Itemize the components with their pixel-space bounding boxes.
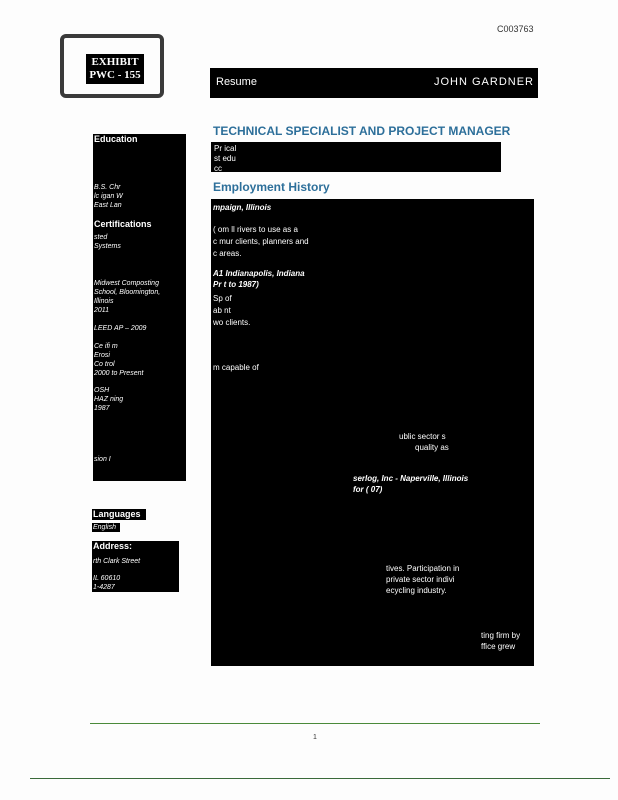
employment-text: ( om ll rivers to use as a — [213, 225, 298, 234]
education-item: East Lan — [94, 202, 122, 209]
employment-entry-heading: mpaign, Illinois — [213, 203, 272, 212]
employment-text: ting firm by — [481, 631, 521, 640]
scan-edge-line — [30, 778, 610, 779]
certification-item: Ce ifi m — [94, 343, 118, 350]
certification-item: 2011 — [94, 307, 110, 314]
languages-heading: Languages — [93, 509, 141, 519]
address-line: IL 60610 — [93, 575, 121, 582]
employment-redaction: mpaign, Illinois ( om ll rivers to use a… — [211, 199, 534, 666]
employment-entry-subheading: Pr t to 1987) — [213, 280, 259, 289]
exhibit-stamp: EXHIBIT PWC - 155 — [60, 34, 164, 98]
employment-text: c areas. — [213, 249, 242, 258]
employment-text: ecycling industry. — [386, 586, 447, 595]
certification-item: Erosi — [94, 352, 110, 359]
employment-text: quality as — [415, 443, 449, 452]
certification-item: sted — [94, 234, 108, 241]
footer-divider — [90, 723, 540, 724]
employment-text: Sp of — [213, 294, 232, 303]
certifications-heading: Certifications — [94, 219, 152, 229]
employment-text: wo clients. — [213, 318, 251, 327]
education-item: lc igan W — [94, 193, 123, 200]
page-title: TECHNICAL SPECIALIST AND PROJECT MANAGER — [213, 124, 511, 138]
certification-item: HAZ ning — [94, 396, 124, 403]
exhibit-line2: PWC - 155 — [89, 69, 141, 81]
certification-item: OSH — [94, 387, 110, 394]
candidate-name: JOHN GARDNER — [433, 76, 534, 88]
bates-number: C003763 — [497, 24, 534, 34]
certification-item: Midwest Composting — [94, 280, 159, 287]
address-redaction: Address: rth Clark Street IL 60610 1-428… — [92, 541, 179, 592]
certification-item: Co trol — [94, 361, 115, 368]
employment-entry-heading: A1 Indianapolis, Indiana — [213, 269, 305, 278]
education-heading: Education — [94, 134, 138, 144]
sidebar-education-redaction: Education B.S. Chr lc igan W East Lan Ce… — [93, 134, 186, 481]
languages-item-box: English — [92, 523, 120, 532]
address-heading: Address: — [93, 541, 133, 551]
address-line: rth Clark Street — [93, 558, 141, 565]
employment-text: ublic sector s — [399, 432, 446, 441]
employment-text: m capable of — [213, 363, 259, 372]
certification-item: Illinois — [94, 298, 114, 305]
employment-text: private sector indivi — [386, 575, 455, 584]
summary-line: Pr ical — [214, 144, 237, 153]
language-item: English — [93, 524, 116, 531]
resume-label: Resume — [216, 76, 257, 88]
page-number: 1 — [313, 734, 317, 741]
summary-redaction: Pr ical st edu cc — [211, 142, 501, 173]
education-item: B.S. Chr — [94, 184, 121, 191]
certification-item: Systems — [94, 243, 121, 250]
certification-item: 2000 to Present — [94, 370, 144, 377]
exhibit-label: EXHIBIT PWC - 155 — [86, 54, 144, 84]
languages-heading-box: Languages — [92, 509, 146, 520]
summary-line: st edu — [214, 154, 236, 163]
certification-item: 1987 — [94, 405, 110, 412]
summary-text: Pr ical st edu cc — [211, 142, 501, 176]
employment-entry-heading: serlog, Inc - Naperville, Illinois — [353, 474, 469, 483]
certification-item: sion I — [94, 456, 111, 463]
summary-line: cc — [214, 164, 222, 173]
employment-text: tives. Participation in — [386, 564, 460, 573]
employment-heading: Employment History — [213, 180, 330, 194]
employment-text: ab nt — [213, 306, 231, 315]
exhibit-line1: EXHIBIT — [91, 56, 139, 68]
header-bar: Resume JOHN GARDNER — [210, 68, 538, 98]
certification-item: School, Bloomington, — [94, 289, 161, 296]
address-line: 1-4287 — [93, 584, 115, 591]
employment-text: ffice grew — [481, 642, 516, 651]
certification-item: LEED AP – 2009 — [94, 325, 147, 332]
employment-text: c mur clients, planners and — [213, 237, 309, 246]
employment-entry-subheading: for ( 07) — [353, 485, 383, 494]
